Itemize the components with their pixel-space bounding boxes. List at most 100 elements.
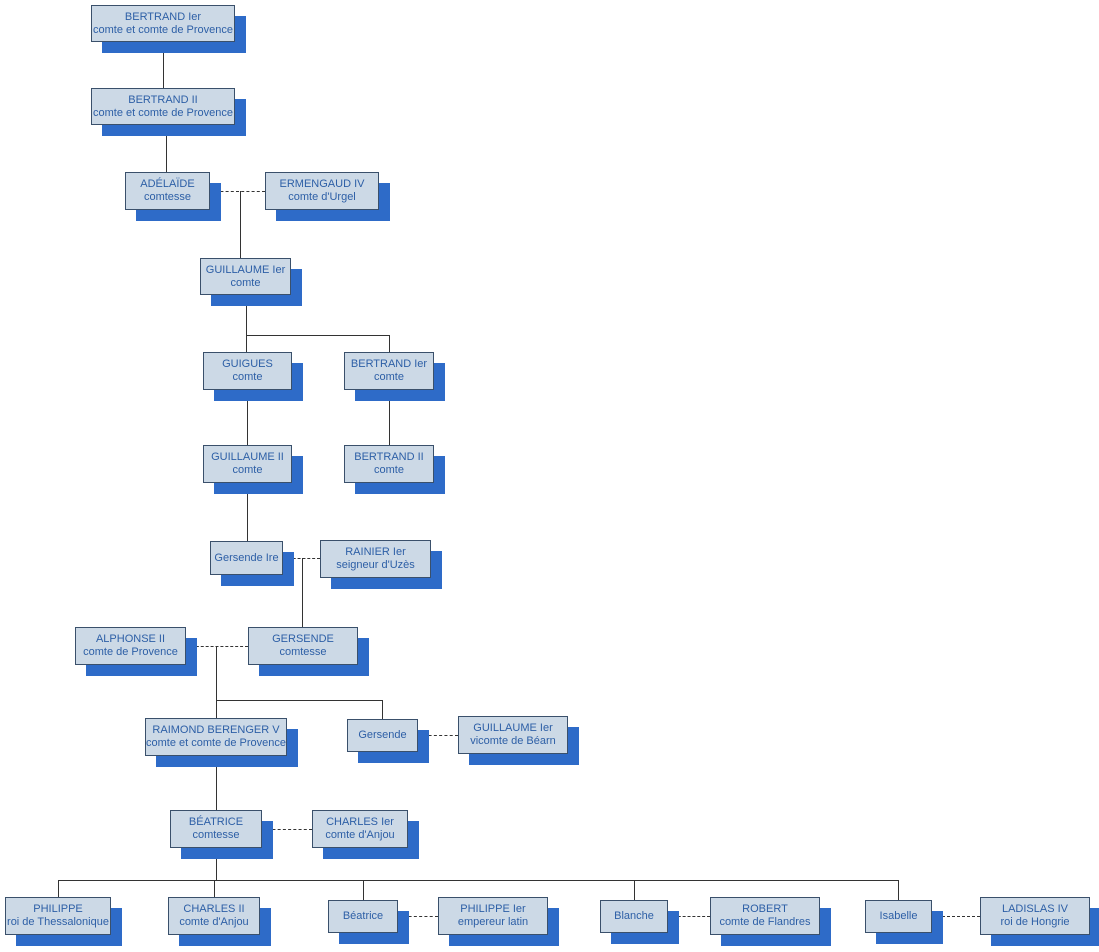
person-node-isabelle: Isabelle <box>865 900 932 933</box>
person-title: comtesse <box>192 829 240 841</box>
person-node-gersende: Gersende <box>347 719 418 752</box>
person-node-beatrice: Béatrice <box>328 900 398 933</box>
person-name: BERTRAND II <box>128 93 198 106</box>
person-name: BERTRAND Ier <box>350 358 428 370</box>
person-name: BERTRAND II <box>354 451 424 463</box>
descent-line <box>216 700 382 701</box>
person-name: BÉATRICE <box>188 816 244 828</box>
person-name: Blanche <box>614 910 654 922</box>
person-title: vicomte de Béarn <box>470 735 556 747</box>
person-title: comte <box>230 276 261 289</box>
person-title: comte de Flandres <box>719 916 811 928</box>
person-name: ERMENGAUD IV <box>279 178 365 190</box>
marriage-line <box>398 916 438 917</box>
descent-line <box>389 390 390 445</box>
marriage-line <box>283 558 320 559</box>
descent-line <box>58 880 59 897</box>
descent-line <box>214 880 215 897</box>
person-node-blanche: Blanche <box>600 900 668 933</box>
descent-line <box>302 558 303 627</box>
descent-line <box>216 756 217 810</box>
person-title: comte d'Anjou <box>325 829 395 841</box>
person-title: roi de Thessalonique <box>7 916 109 928</box>
person-name: ADÉLAÏDE <box>140 178 195 190</box>
person-name: ALPHONSE II <box>95 633 166 645</box>
person-name: Isabelle <box>879 910 918 922</box>
person-title: comte <box>232 371 263 383</box>
person-title: seigneur d'Uzès <box>336 559 415 571</box>
person-name: Gersende <box>358 729 407 741</box>
marriage-line <box>668 916 710 917</box>
person-name: GUIGUES <box>222 358 273 370</box>
person-name: PHILIPPE Ier <box>460 903 526 915</box>
descent-line <box>389 335 390 352</box>
person-title: comtesse <box>279 646 327 658</box>
person-title: comte <box>232 464 263 476</box>
person-title: comtesse <box>143 191 192 203</box>
descent-line <box>216 848 217 880</box>
descent-line <box>898 880 899 900</box>
descent-line <box>247 483 248 541</box>
descent-line <box>246 335 389 336</box>
person-name: Béatrice <box>342 910 384 922</box>
person-name: PHILIPPE <box>33 903 83 915</box>
descent-line <box>163 42 164 88</box>
person-title: comte et comte de Provence <box>92 23 233 36</box>
person-title: empereur latin <box>457 916 529 928</box>
descent-line <box>166 125 167 172</box>
person-title: comte <box>374 371 404 383</box>
descent-line <box>58 880 898 881</box>
person-name: LADISLAS IV <box>1001 903 1069 915</box>
person-title: comte d'Urgel <box>288 191 356 203</box>
descent-line <box>216 646 217 718</box>
person-title: comte de Provence <box>83 646 178 658</box>
descent-line <box>246 295 247 352</box>
marriage-line <box>932 916 980 917</box>
person-title: comte et comte de Provence <box>146 737 287 749</box>
person-name: CHARLES Ier <box>326 816 394 828</box>
person-name: GUILLAUME II <box>211 451 284 463</box>
marriage-line <box>186 646 248 647</box>
person-title: comte <box>374 464 404 476</box>
person-title: comte et comte de Provence <box>92 106 233 119</box>
person-title: comte d'Anjou <box>179 916 249 928</box>
person-name: BERTRAND Ier <box>124 10 202 23</box>
person-name: Gersende Ire <box>214 551 279 564</box>
marriage-line <box>418 735 458 736</box>
descent-line <box>247 390 248 445</box>
descent-line <box>634 880 635 900</box>
person-title: roi de Hongrie <box>1000 916 1070 928</box>
marriage-line <box>262 829 312 830</box>
person-name: RAIMOND BERENGER V <box>152 724 280 736</box>
person-name: ROBERT <box>742 903 788 915</box>
descent-line <box>382 700 383 719</box>
person-name: GUILLAUME Ier <box>473 722 553 734</box>
person-node-gersende-1re: Gersende Ire <box>210 541 283 575</box>
person-name: CHARLES II <box>183 903 245 915</box>
person-name: GUILLAUME Ier <box>205 263 286 276</box>
descent-line <box>363 880 364 900</box>
marriage-line <box>210 191 265 192</box>
person-name: GERSENDE <box>272 633 334 645</box>
